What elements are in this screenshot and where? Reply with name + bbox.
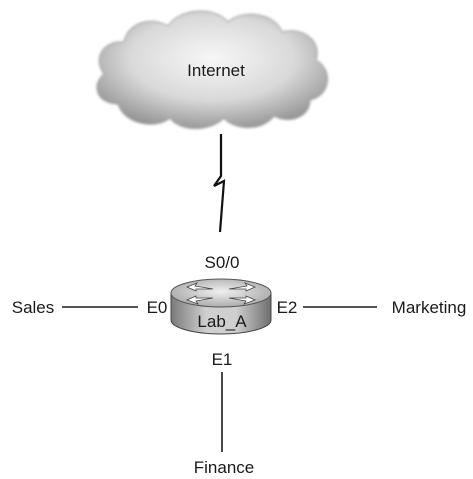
interface-s0-0-label: S0/0: [205, 253, 240, 272]
interface-e1-label: E1: [212, 350, 233, 369]
interface-e0-label: E0: [147, 298, 168, 317]
interface-e2-label: E2: [277, 298, 298, 317]
network-finance-label: Finance: [194, 458, 254, 477]
lightning-link-icon: [213, 134, 226, 233]
router-name: Lab_A: [197, 312, 247, 331]
router-icon: [170, 278, 272, 335]
cloud-icon: [96, 10, 328, 129]
serial-link: [213, 134, 226, 233]
cloud-label: Internet: [187, 61, 245, 80]
internet-cloud: Internet: [96, 10, 328, 129]
network-sales-label: Sales: [12, 298, 55, 317]
network-marketing-label: Marketing: [392, 298, 467, 317]
router-lab-a: Lab_A: [170, 278, 272, 335]
